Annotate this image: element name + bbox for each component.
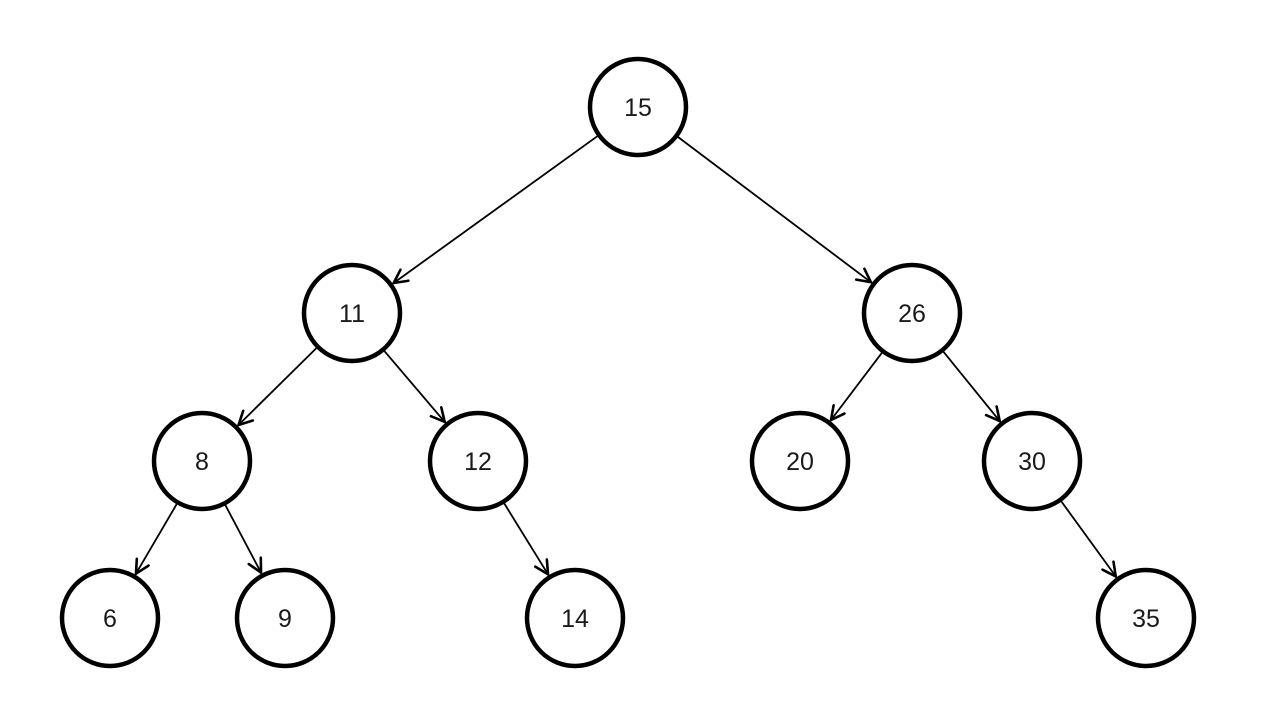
edge-26-to-30 <box>942 351 1000 421</box>
edge-12-to-14 <box>503 503 547 574</box>
node-label: 14 <box>561 605 589 633</box>
edge-15-to-11 <box>394 135 598 282</box>
tree-node-26: 26 <box>861 262 963 364</box>
edges-layer <box>136 135 1115 576</box>
edge-15-to-26 <box>677 136 870 282</box>
node-circle <box>151 410 253 512</box>
nodes-layer: 15 11 26 8 12 20 30 6 9 14 35 <box>59 56 1197 669</box>
node-circle <box>587 56 689 158</box>
edge-8-to-9 <box>224 504 260 572</box>
tree-node-15: 15 <box>587 56 689 158</box>
node-circle <box>234 567 336 669</box>
tree-node-12: 12 <box>427 410 529 512</box>
node-label: 6 <box>103 605 117 633</box>
tree-node-9: 9 <box>234 567 336 669</box>
node-label: 9 <box>278 605 292 633</box>
node-label: 12 <box>464 448 492 476</box>
tree-node-8: 8 <box>151 410 253 512</box>
node-label: 35 <box>1132 605 1160 633</box>
node-circle <box>524 567 626 669</box>
tree-node-35: 35 <box>1095 567 1197 669</box>
node-label: 20 <box>786 448 814 476</box>
node-label: 8 <box>195 448 209 476</box>
node-label: 26 <box>898 300 926 328</box>
tree-node-30: 30 <box>981 410 1083 512</box>
edge-11-to-12 <box>383 350 444 421</box>
node-circle <box>59 567 161 669</box>
node-label: 11 <box>339 300 365 328</box>
node-circle <box>301 262 403 364</box>
node-circle <box>1095 567 1197 669</box>
node-label: 30 <box>1018 448 1046 476</box>
edge-30-to-35 <box>1060 500 1115 576</box>
node-circle <box>427 410 529 512</box>
tree-node-6: 6 <box>59 567 161 669</box>
node-label: 15 <box>624 94 652 122</box>
edge-8-to-6 <box>136 503 178 573</box>
edge-26-to-20 <box>831 352 883 420</box>
tree-node-14: 14 <box>524 567 626 669</box>
tree-node-11: 11 <box>301 262 403 364</box>
node-circle <box>861 262 963 364</box>
tree-node-20: 20 <box>749 410 851 512</box>
node-circle <box>981 410 1083 512</box>
node-circle <box>749 410 851 512</box>
edge-11-to-8 <box>239 347 318 424</box>
